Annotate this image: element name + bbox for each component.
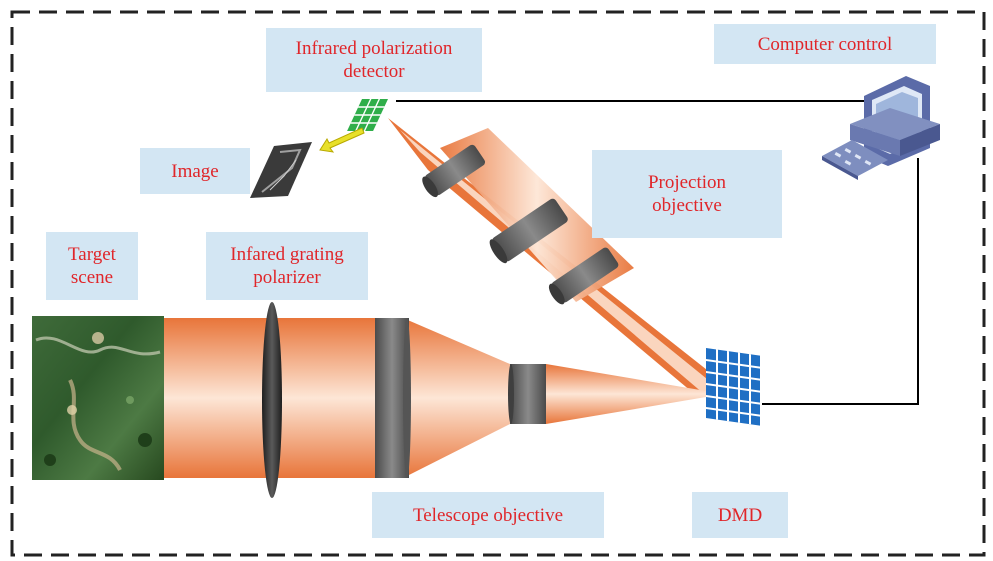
label-infrared-polarization-detector: Infrared polarization detector [266, 28, 482, 92]
projection-objective-lenses [422, 144, 619, 305]
telescope-beam [163, 318, 712, 478]
label-dmd: DMD [692, 492, 788, 538]
telescope-lens-large [375, 318, 411, 478]
arrow-icon [319, 127, 365, 153]
label-image: Image [140, 148, 250, 194]
detector-array-icon [347, 99, 388, 131]
label-target-scene: Target scene [46, 232, 138, 300]
label-infrared-grating-polarizer: Infared grating polarizer [206, 232, 368, 300]
dashed-frame [10, 10, 986, 557]
control-wires [396, 100, 919, 405]
target-scene-image [32, 316, 164, 480]
image-thumbnail-icon [250, 142, 312, 198]
label-telescope-objective: Telescope objective [372, 492, 604, 538]
telescope-lens-small [508, 364, 546, 424]
label-projection-objective: Projection objective [592, 150, 782, 238]
polarizer-lens [262, 302, 282, 498]
label-computer-control: Computer control [714, 24, 936, 64]
computer-icon [850, 76, 940, 166]
dmd-mirror-array-icon [706, 348, 760, 426]
keyboard-icon [822, 140, 888, 180]
